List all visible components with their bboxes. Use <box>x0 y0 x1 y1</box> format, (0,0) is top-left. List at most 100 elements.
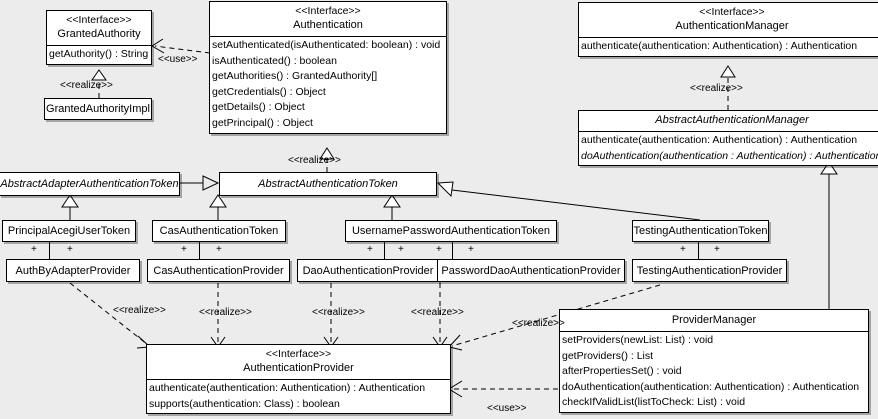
assoc-plus-upw-far: + <box>468 244 474 255</box>
operations-authentication-provider: authenticate(authentication: Authenticat… <box>147 379 450 413</box>
assoc-stem-dao <box>384 242 385 260</box>
operation-getprincipal: getPrincipal() : Object <box>212 116 313 129</box>
class-box-abstract-authentication-manager[interactable]: AbstractAuthenticationManager authentica… <box>578 110 878 167</box>
assoc-plus-cas-right: + <box>216 244 222 255</box>
class-name-authentication-provider: AuthenticationProvider <box>243 362 354 374</box>
stereotype-interface-authentication-provider: <<Interface>> <box>265 348 332 360</box>
label-use-authentication-grantedauthority: <<use>> <box>158 54 198 65</box>
label-realize-daoauthenticationprovider: <<realize>> <box>312 307 365 318</box>
class-name-authentication-manager: AuthenticationManager <box>675 20 789 32</box>
class-box-testing-authentication-token[interactable]: TestingAuthenticationToken <box>632 220 769 242</box>
label-use-providermanager: <<use>> <box>487 403 527 414</box>
class-header-granted-authority: <<Interface>> GrantedAuthority <box>47 11 151 45</box>
operations-authentication: setAuthenticated(isAuthenticated: boolea… <box>210 36 446 133</box>
hollow-triangle-adaptertoken <box>61 194 79 208</box>
label-realize-passworddaoauthenticationprovider: <<realize>> <box>411 307 464 318</box>
class-box-testing-authentication-provider[interactable]: TestingAuthenticationProvider <box>632 259 787 282</box>
class-name-testing-authentication-token: TestingAuthenticationToken <box>633 225 768 237</box>
class-name-testing-authentication-provider: TestingAuthenticationProvider <box>636 264 783 277</box>
assoc-stem-testing <box>698 242 699 260</box>
operation-setproviders: setProviders(newList: List) : void <box>562 334 714 346</box>
operation-supports-provider: supports(authentication: Class) : boolea… <box>149 397 340 410</box>
operations-authentication-manager: authenticate(authentication: Authenticat… <box>579 37 878 56</box>
operations-granted-authority: getAuthority() : String <box>47 45 151 64</box>
stereotype-interface-authentication: <<Interface>> <box>295 5 361 17</box>
label-realize-authbyadapterprovider: <<realize>> <box>113 305 166 316</box>
class-box-authentication[interactable]: <<Interface>> Authentication setAuthenti… <box>209 1 447 134</box>
hollow-triangle-abstractauthenticationtoken-testing <box>436 181 454 198</box>
assoc-plus-upw-left: + <box>367 244 373 255</box>
assoc-plus-principalacegi-right: + <box>67 244 73 255</box>
class-name-auth-by-adapter-provider: AuthByAdapterProvider <box>15 264 131 277</box>
operations-abstract-authentication-manager: authenticate(authentication: Authenticat… <box>579 131 878 165</box>
class-box-cas-authentication-token[interactable]: CasAuthenticationToken <box>152 220 286 242</box>
operation-setauthenticated: setAuthenticated(isAuthenticated: boolea… <box>212 39 441 51</box>
class-box-granted-authority-impl[interactable]: GrantedAuthorityImpl <box>44 98 152 120</box>
class-header-abstract-authentication-manager: AbstractAuthenticationManager <box>579 111 878 131</box>
assoc-plus-upw-mid: + <box>398 244 404 255</box>
hollow-triangle-grantedauthority <box>91 69 107 81</box>
operation-authenticate-provider: authenticate(authentication: Authenticat… <box>149 382 426 394</box>
class-name-granted-authority-impl: GrantedAuthorityImpl <box>46 103 150 115</box>
class-box-abstract-adapter-authentication-token[interactable]: AbstractAdapterAuthenticationToken <box>0 172 180 196</box>
open-triangle-abstractauthenticationtoken-left <box>202 175 220 191</box>
operation-getproviders: getProviders() : List <box>562 349 654 362</box>
class-box-cas-authentication-provider[interactable]: CasAuthenticationProvider <box>147 259 290 282</box>
operation-getcredentials: getCredentials() : Object <box>212 85 326 98</box>
assoc-plus-upw-right: + <box>436 244 442 255</box>
label-realize-casauthenticationprovider: <<realize>> <box>199 307 252 318</box>
label-realize-testingauthenticationprovider: <<realize>> <box>512 318 565 329</box>
class-box-password-dao-authentication-provider[interactable]: PasswordDaoAuthenticationProvider <box>437 259 625 282</box>
hollow-triangle-abstractauthenticationtoken-cas <box>209 194 227 208</box>
class-name-principal-acegi-user-token: PrincipalAcegiUserToken <box>7 225 131 237</box>
class-name-authentication: Authentication <box>293 19 363 31</box>
generalization-link-testingauthenticationtoken <box>451 189 701 221</box>
class-name-granted-authority: GrantedAuthority <box>57 28 141 40</box>
class-box-authentication-provider[interactable]: <<Interface>> AuthenticationProvider aut… <box>146 344 451 415</box>
class-name-abstract-adapter-authentication-token: AbstractAdapterAuthenticationToken <box>0 178 179 190</box>
class-name-cas-authentication-provider: CasAuthenticationProvider <box>153 264 284 277</box>
assoc-plus-principalacegi-left: + <box>31 244 37 255</box>
label-realize-abstractauthenticationmanager: <<realize>> <box>690 83 743 94</box>
assoc-plus-testing-left: + <box>680 244 686 255</box>
class-box-abstract-authentication-token[interactable]: AbstractAuthenticationToken <box>219 172 437 196</box>
operations-provider-manager: setProviders(newList: List) : void getPr… <box>560 331 868 412</box>
operation-getauthorities: getAuthorities() : GrantedAuthority[] <box>212 70 378 83</box>
class-header-authentication-provider: <<Interface>> AuthenticationProvider <box>147 345 450 379</box>
class-name-dao-authentication-provider: DaoAuthenticationProvider <box>302 264 434 277</box>
class-header-provider-manager: ProviderManager <box>560 310 868 331</box>
class-header-authentication: <<Interface>> Authentication <box>210 2 446 36</box>
class-name-abstract-authentication-manager: AbstractAuthenticationManager <box>655 114 809 126</box>
label-realize-abstractauthenticationtoken: <<realize>> <box>288 155 341 166</box>
operation-isauthenticated: isAuthenticated() : boolean <box>212 54 337 67</box>
class-box-granted-authority[interactable]: <<Interface>> GrantedAuthority getAuthor… <box>46 10 152 65</box>
use-link-authentication-grantedauthority <box>154 45 211 54</box>
assoc-stem-principalacegi <box>49 242 50 260</box>
operation-authenticate-manager: authenticate(authentication: Authenticat… <box>581 40 858 52</box>
class-box-provider-manager[interactable]: ProviderManager setProviders(newList: Li… <box>559 309 869 413</box>
stereotype-interface-authentication-manager: <<Interface>> <box>699 6 765 18</box>
assoc-stem-cas <box>199 242 200 260</box>
class-box-dao-authentication-provider[interactable]: DaoAuthenticationProvider <box>297 259 439 282</box>
open-arrow-grantedauthority <box>151 38 165 54</box>
class-name-abstract-authentication-token: AbstractAuthenticationToken <box>258 178 398 190</box>
class-name-provider-manager: ProviderManager <box>671 314 757 326</box>
stereotype-interface-granted-authority: <<Interface>> <box>66 14 132 26</box>
operation-getdetails: getDetails() : Object <box>212 101 305 114</box>
class-name-username-password-authentication-token: UsernamePasswordAuthenticationToken <box>351 225 551 237</box>
class-box-username-password-authentication-token[interactable]: UsernamePasswordAuthenticationToken <box>345 220 557 242</box>
class-box-auth-by-adapter-provider[interactable]: AuthByAdapterProvider <box>6 259 140 282</box>
assoc-stem-passworddao <box>452 242 453 260</box>
class-header-authentication-manager: <<Interface>> AuthenticationManager <box>579 3 878 37</box>
class-box-authentication-manager[interactable]: <<Interface>> AuthenticationManager auth… <box>578 2 878 57</box>
class-box-principal-acegi-user-token[interactable]: PrincipalAcegiUserToken <box>2 220 136 242</box>
class-name-cas-authentication-token: CasAuthenticationToken <box>159 225 279 237</box>
assoc-plus-cas-left: + <box>181 244 187 255</box>
operation-doauthentication-abstract-manager: doAuthentication(authentication : Authen… <box>581 149 878 162</box>
hollow-triangle-authenticationmanager <box>720 65 736 78</box>
assoc-plus-testing-right: + <box>714 244 720 255</box>
hollow-triangle-abstractauthenticationtoken-upw <box>383 194 401 208</box>
label-realize-grantedauthorityimpl: <<realize>> <box>60 80 113 91</box>
class-name-password-dao-authentication-provider: PasswordDaoAuthenticationProvider <box>441 264 621 277</box>
